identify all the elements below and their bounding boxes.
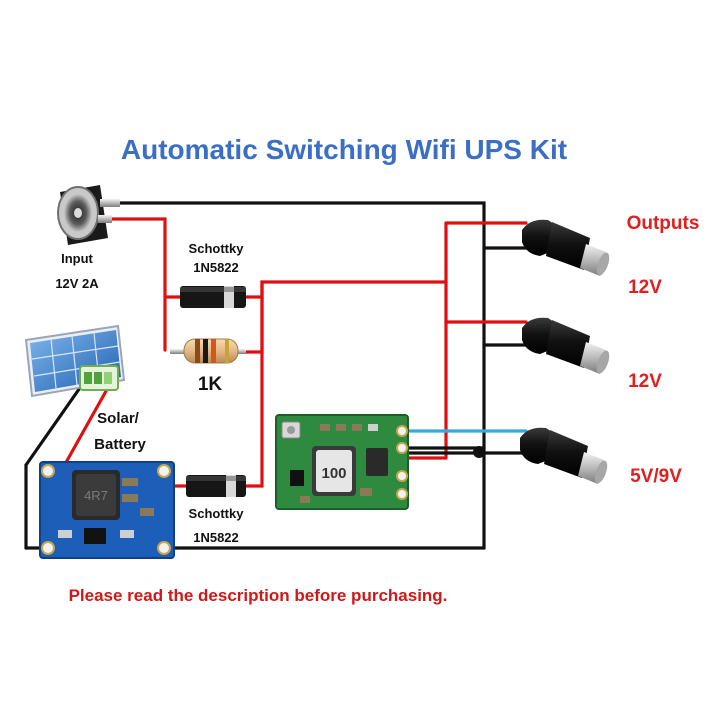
battery-icon <box>79 365 119 391</box>
black-wire-top <box>118 201 486 550</box>
output-plug-3 <box>520 427 608 484</box>
buck-converter-module: 100 <box>275 414 409 510</box>
input-label: Input <box>61 251 93 266</box>
resistor-band-1 <box>195 339 200 363</box>
solar-black-wire <box>24 380 86 467</box>
output-label-2: 12V <box>628 371 662 392</box>
wires <box>24 201 532 550</box>
resistor-value-label: 1K <box>198 374 223 395</box>
page-title: Automatic Switching Wifi UPS Kit <box>121 134 567 165</box>
red-wire-bottom-schottky <box>244 280 264 488</box>
boost-inductor-marking: 4R7 <box>84 488 108 503</box>
schottky-top-label: Schottky <box>189 241 245 256</box>
purchase-notice: Please read the description before purch… <box>69 586 448 605</box>
boost-converter-module: 4R7 <box>39 461 175 559</box>
output-label-3: 5V/9V <box>630 466 682 487</box>
buck-inductor-marking: 100 <box>321 465 346 482</box>
output-plug-2 <box>522 317 610 374</box>
red-wire-schottky-top-out <box>244 280 448 299</box>
output-plug-1 <box>522 219 610 276</box>
resistor-band-2 <box>203 339 208 363</box>
schottky-diode-top <box>180 286 246 308</box>
input-dc-jack <box>57 185 120 245</box>
schottky-bottom-part-label: 1N5822 <box>193 530 239 545</box>
resistor-band-3 <box>211 339 216 363</box>
outputs-heading: Outputs <box>627 213 700 234</box>
input-rating-label: 12V 2A <box>55 276 99 291</box>
resistor-1k <box>170 338 246 364</box>
solar-red-wire <box>62 382 112 468</box>
red-wire-input <box>110 217 167 352</box>
junction-dot <box>473 446 485 458</box>
battery-label: Battery <box>94 436 146 453</box>
resistor-band-4 <box>225 339 229 363</box>
schottky-diode-bottom <box>186 475 246 497</box>
schottky-bottom-label: Schottky <box>189 506 245 521</box>
output-label-1: 12V <box>628 277 662 298</box>
schottky-top-part-label: 1N5822 <box>193 260 239 275</box>
solar-label: Solar/ <box>97 410 140 427</box>
